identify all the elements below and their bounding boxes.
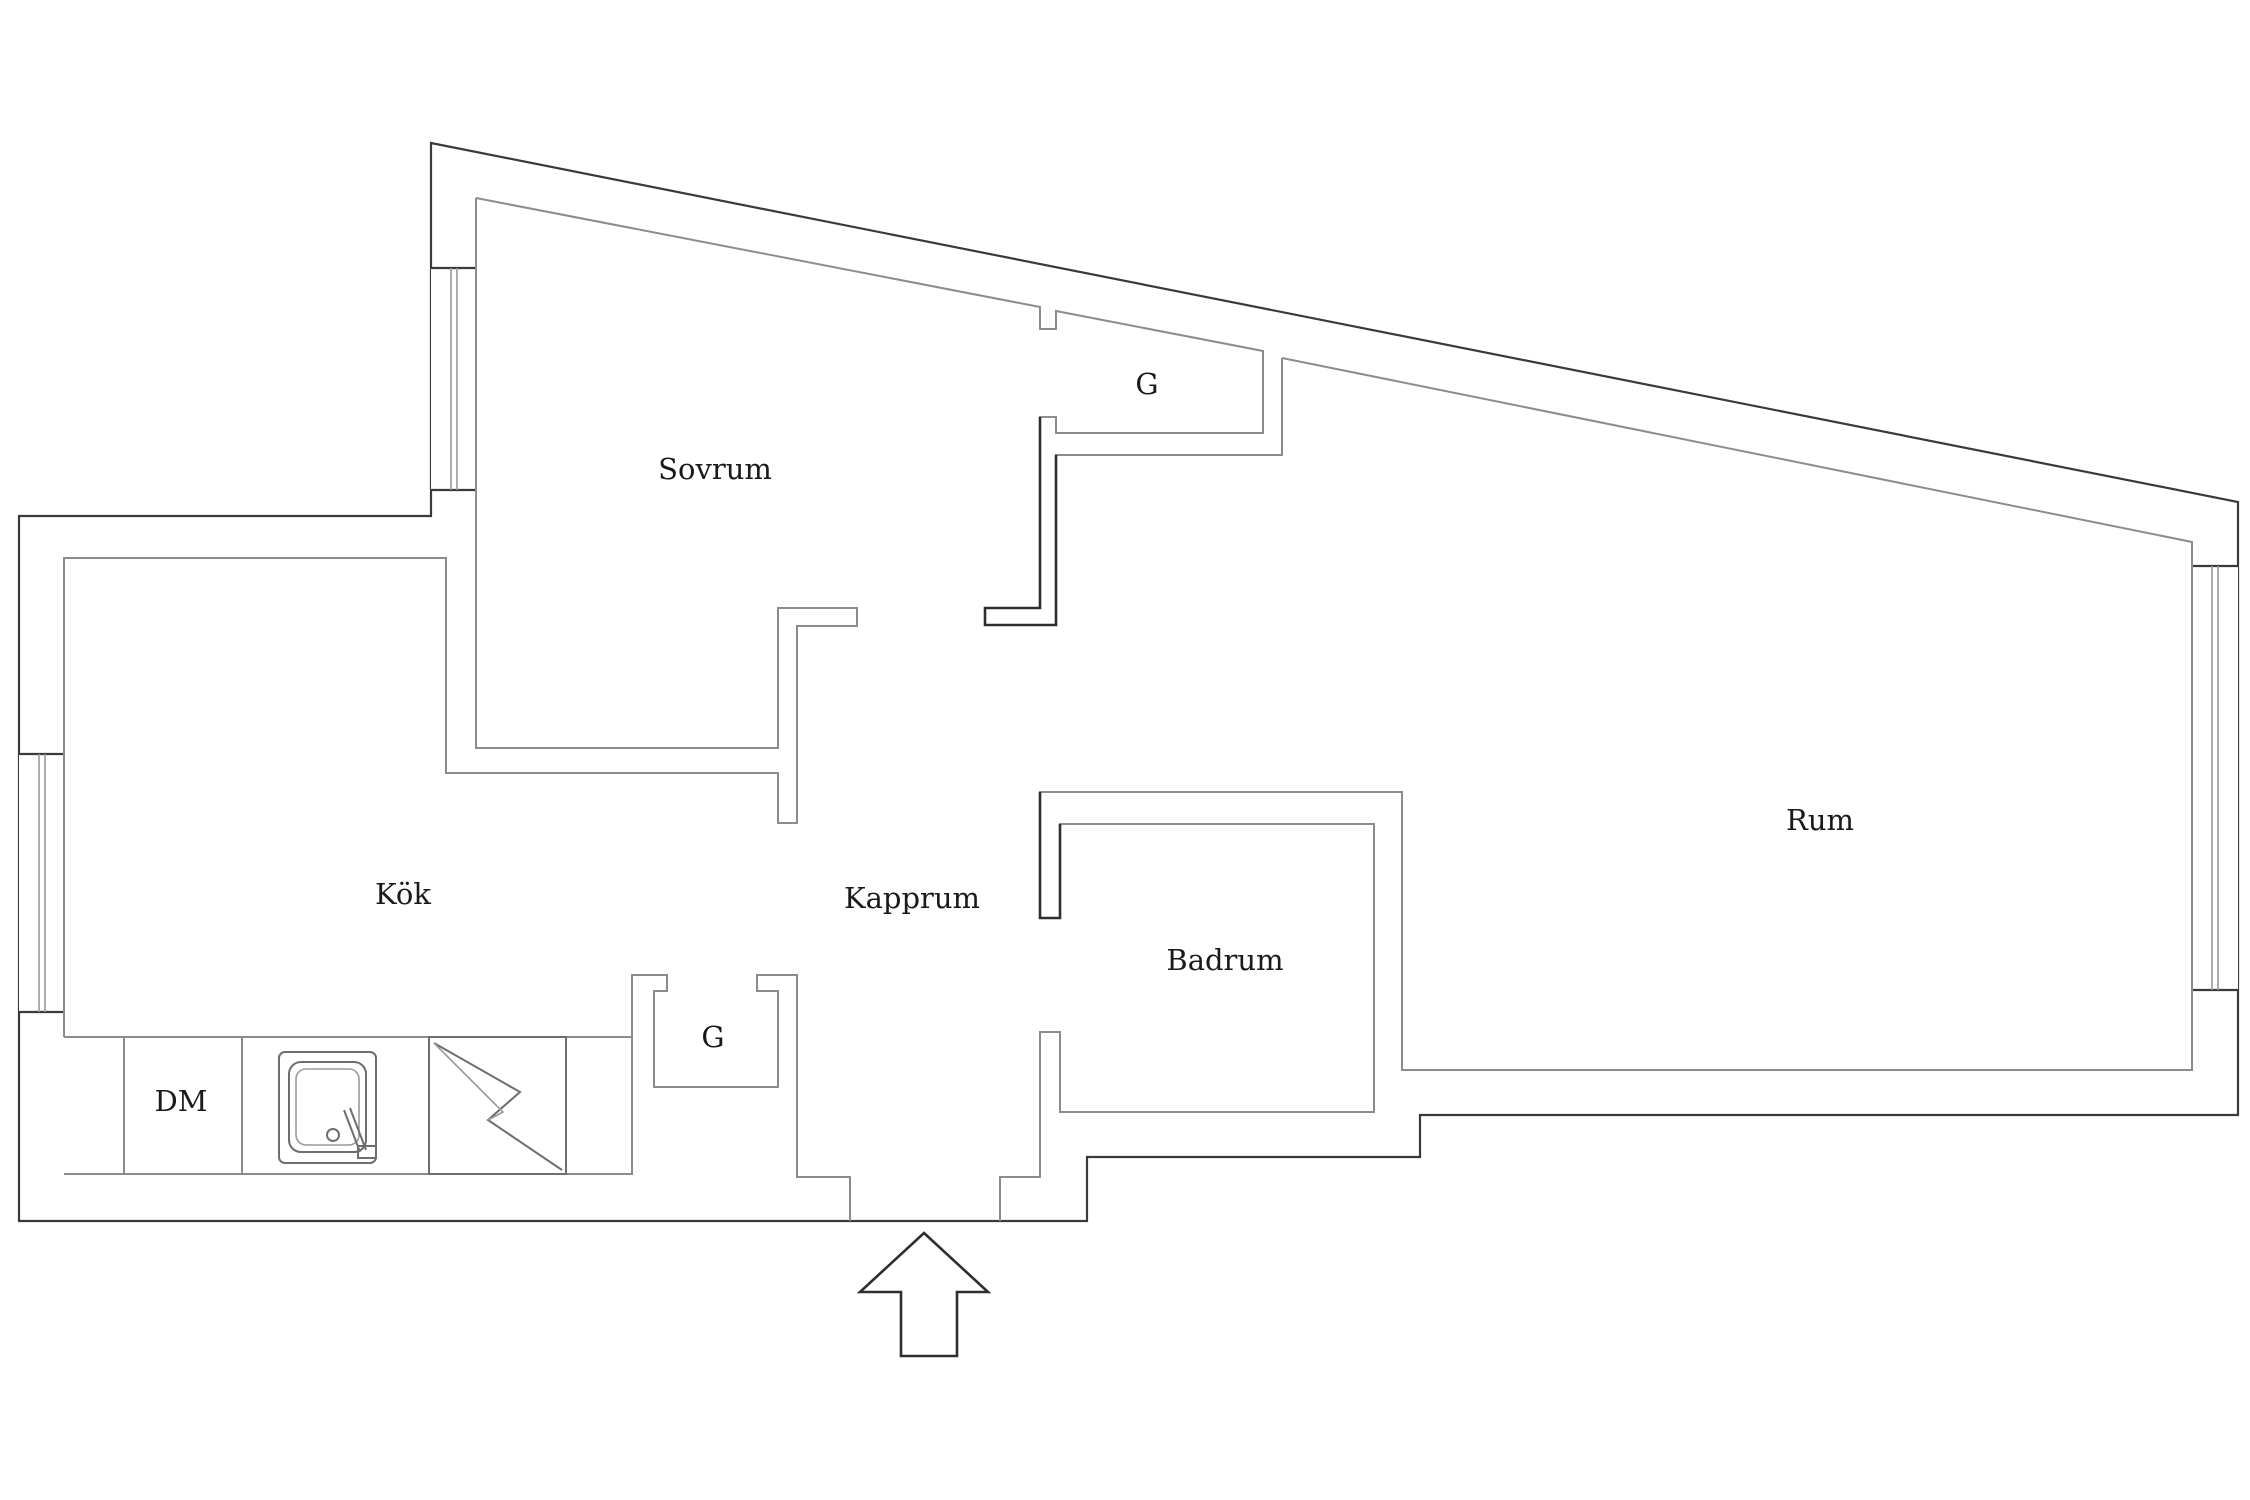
wall-closet-sovrum xyxy=(983,417,1058,627)
wall-badrum-door xyxy=(1038,792,1062,920)
label-diskmaskin: DM xyxy=(155,1084,208,1118)
window-rum xyxy=(2192,564,2238,992)
label-badrum: Badrum xyxy=(1166,943,1283,977)
wall-sovrum-left xyxy=(63,198,858,1037)
label-rum: Rum xyxy=(1786,803,1854,837)
label-garderob-bottom: G xyxy=(701,1020,724,1054)
wall-kapprum xyxy=(631,974,851,1221)
label-sovrum: Sovrum xyxy=(658,452,772,486)
label-kapprum: Kapprum xyxy=(844,881,980,915)
stove-icon xyxy=(428,1036,567,1175)
wall-rum xyxy=(999,357,2193,1221)
label-garderob-top: G xyxy=(1135,367,1158,401)
outer-wall xyxy=(17,141,2240,1223)
sink-icon xyxy=(278,1051,377,1164)
window-sovrum xyxy=(431,266,476,492)
kitchen-counter xyxy=(64,1036,633,1175)
window-kok xyxy=(19,752,64,1014)
wall-sovrum xyxy=(475,197,1283,626)
entrance-arrow-icon xyxy=(856,1231,992,1358)
label-kok: Kök xyxy=(375,877,431,911)
